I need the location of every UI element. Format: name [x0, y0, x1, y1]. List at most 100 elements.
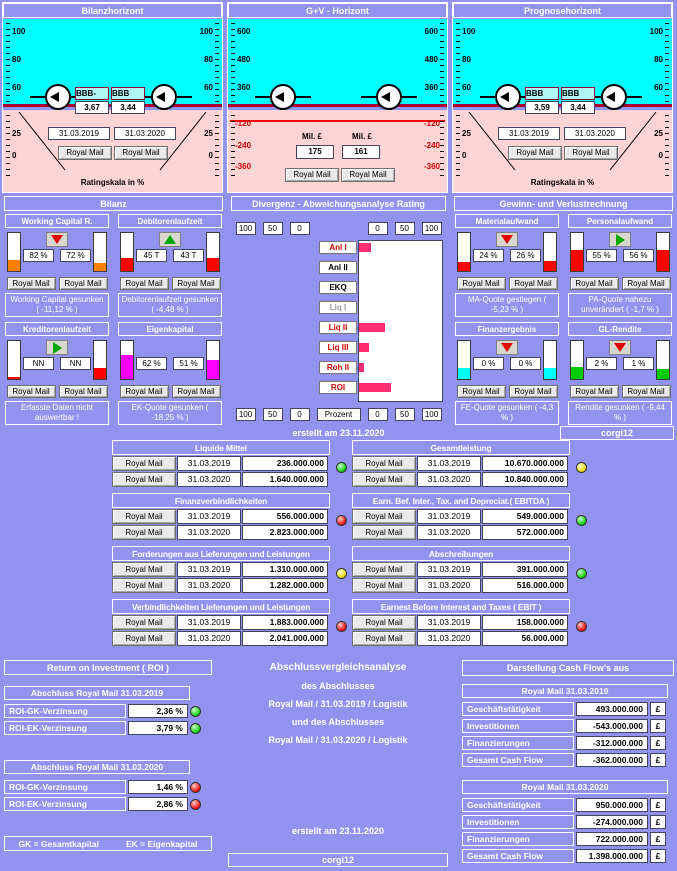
cashflow-row-label: Investitionen: [462, 719, 574, 733]
cashflow-panel: Darstellung Cash Flow's aus Royal Mail 3…: [462, 660, 674, 868]
royal-mail-button[interactable]: Royal Mail: [58, 146, 112, 160]
divergence-row-label: Anl I: [319, 241, 357, 254]
royal-mail-button[interactable]: Royal Mail: [621, 277, 671, 290]
date-cell: 31.03.2019: [417, 562, 481, 577]
royal-mail-button[interactable]: Royal Mail: [112, 525, 176, 540]
royal-mail-button[interactable]: Royal Mail: [352, 456, 416, 471]
royal-mail-button[interactable]: Royal Mail: [112, 472, 176, 487]
value-box: 51 %: [173, 357, 204, 370]
bar-indicator: [543, 340, 557, 380]
value-cell: 236.000.000: [242, 456, 328, 471]
comparison-line: Royal Mail / 31.03.2019 / Logistik: [268, 699, 408, 709]
royal-mail-button[interactable]: Royal Mail: [352, 578, 416, 593]
value-box: NN: [23, 357, 54, 370]
royal-mail-button[interactable]: Royal Mail: [456, 277, 506, 290]
royal-mail-button[interactable]: Royal Mail: [119, 385, 169, 398]
scale-label: 100: [235, 222, 256, 235]
royal-mail-button[interactable]: Royal Mail: [58, 277, 108, 290]
value-box: 62 %: [136, 357, 167, 370]
rating-value-box: 3,67: [75, 101, 109, 114]
subpanel-title: Materialaufwand: [455, 214, 559, 228]
table-row: Royal Mail 31.03.2020 1.640.000.000: [112, 472, 330, 487]
date-cell: 31.03.2019: [177, 562, 241, 577]
subpanel-caption: Rendite gesunken ( -9,44 % ): [568, 401, 672, 425]
royal-mail-button[interactable]: Royal Mail: [352, 509, 416, 524]
subpanel-title: Finanzergebnis: [455, 322, 559, 336]
royal-mail-button[interactable]: Royal Mail: [112, 456, 176, 471]
royal-mail-button[interactable]: Royal Mail: [171, 277, 221, 290]
subpanel-personalaufwand: Personalaufwand 55 % 56 % Royal Mail Roy…: [568, 214, 672, 317]
royal-mail-button[interactable]: Royal Mail: [285, 168, 339, 182]
royal-mail-button[interactable]: Royal Mail: [508, 277, 558, 290]
royal-mail-button[interactable]: Royal Mail: [112, 631, 176, 646]
royal-mail-button[interactable]: Royal Mail: [508, 146, 562, 160]
royal-mail-button[interactable]: Royal Mail: [569, 385, 619, 398]
axis-tick-label: 480: [424, 55, 438, 64]
table-group-liquide-mittel: Liquide Mittel Royal Mail 31.03.2019 236…: [112, 440, 347, 487]
rating-scale-label: Ratingskala in %: [530, 178, 595, 187]
table-row: Royal Mail 31.03.2020 572.000.000: [352, 525, 570, 540]
royal-mail-button[interactable]: Royal Mail: [564, 146, 618, 160]
value-box: 45 T: [136, 249, 167, 262]
royal-mail-button[interactable]: Royal Mail: [112, 509, 176, 524]
tables-left-column: Liquide Mittel Royal Mail 31.03.2019 236…: [112, 440, 352, 652]
royal-mail-button[interactable]: Royal Mail: [58, 385, 108, 398]
royal-mail-button[interactable]: Royal Mail: [352, 472, 416, 487]
value-cell: 556.000.000: [242, 509, 328, 524]
tick-strip: [215, 115, 219, 181]
author-box: corgi12: [228, 853, 448, 867]
currency-box: £: [650, 736, 666, 750]
royal-mail-button[interactable]: Royal Mail: [569, 277, 619, 290]
axis-tick-label: 80: [654, 55, 663, 64]
gauge-icon: [136, 84, 192, 110]
value-box: 24 %: [473, 249, 504, 262]
roi-row-label: ROI-EK-Verzinsung: [4, 797, 126, 811]
divergenz-section: Divergenz - Abweichungsanalyse Rating 10…: [229, 196, 448, 438]
status-led: [336, 515, 347, 526]
roi-row-value: 2,86 %: [128, 797, 188, 811]
section-title: Gewinn- und Verlustrechnung: [454, 196, 673, 211]
table-row: Royal Mail 31.03.2019 158.000.000: [352, 615, 570, 630]
royal-mail-button[interactable]: Royal Mail: [508, 385, 558, 398]
divergence-bar: [359, 363, 364, 372]
value-cell: 1.282.000.000: [242, 578, 328, 593]
subpanel-eigenkapital: Eigenkapital 62 % 51 % Royal Mail Royal …: [118, 322, 222, 425]
axis-tick-label: -240: [235, 141, 252, 150]
royal-mail-button[interactable]: Royal Mail: [112, 615, 176, 630]
table-row: Royal Mail 31.03.2019 549.000.000: [352, 509, 570, 524]
royal-mail-button[interactable]: Royal Mail: [6, 385, 56, 398]
royal-mail-button[interactable]: Royal Mail: [352, 615, 416, 630]
cashflow-row-label: Geschäftstätigkeit: [462, 798, 574, 812]
royal-mail-button[interactable]: Royal Mail: [171, 385, 221, 398]
table-row: Royal Mail 31.03.2020 2.041.000.000: [112, 631, 330, 646]
royal-mail-button[interactable]: Royal Mail: [341, 168, 395, 182]
bar-indicator: [120, 232, 134, 272]
gauge-lower-zone: [3, 110, 222, 192]
subpanel-debitorenlaufzeit: Debitorenlaufzeit 45 T 43 T Royal Mail R…: [118, 214, 222, 317]
bar-indicator: [656, 340, 670, 380]
value-cell: 549.000.000: [482, 509, 568, 524]
royal-mail-button[interactable]: Royal Mail: [112, 562, 176, 577]
royal-mail-button[interactable]: Royal Mail: [6, 277, 56, 290]
rating-grade-box: BBB: [111, 87, 145, 100]
cashflow-title: Darstellung Cash Flow's aus: [462, 660, 674, 676]
subpanel-title: Personalaufwand: [568, 214, 672, 228]
bar-indicator: [570, 232, 584, 272]
divergence-row-label: Liq I: [319, 301, 357, 314]
royal-mail-button[interactable]: Royal Mail: [456, 385, 506, 398]
axis-tick-label: 80: [462, 55, 471, 64]
date-cell: 31.03.2020: [177, 525, 241, 540]
axis-tick-label: -240: [423, 141, 440, 150]
axis-tick-label: 100: [199, 27, 213, 36]
royal-mail-button[interactable]: Royal Mail: [119, 277, 169, 290]
royal-mail-button[interactable]: Royal Mail: [352, 525, 416, 540]
date-cell: 31.03.2019: [177, 615, 241, 630]
royal-mail-button[interactable]: Royal Mail: [352, 562, 416, 577]
royal-mail-button[interactable]: Royal Mail: [352, 631, 416, 646]
value-box: 55 %: [586, 249, 617, 262]
royal-mail-button[interactable]: Royal Mail: [112, 578, 176, 593]
royal-mail-button[interactable]: Royal Mail: [621, 385, 671, 398]
date-cell: 31.03.2019: [417, 509, 481, 524]
royal-mail-button[interactable]: Royal Mail: [114, 146, 168, 160]
axis-tick-label: 25: [12, 129, 21, 138]
